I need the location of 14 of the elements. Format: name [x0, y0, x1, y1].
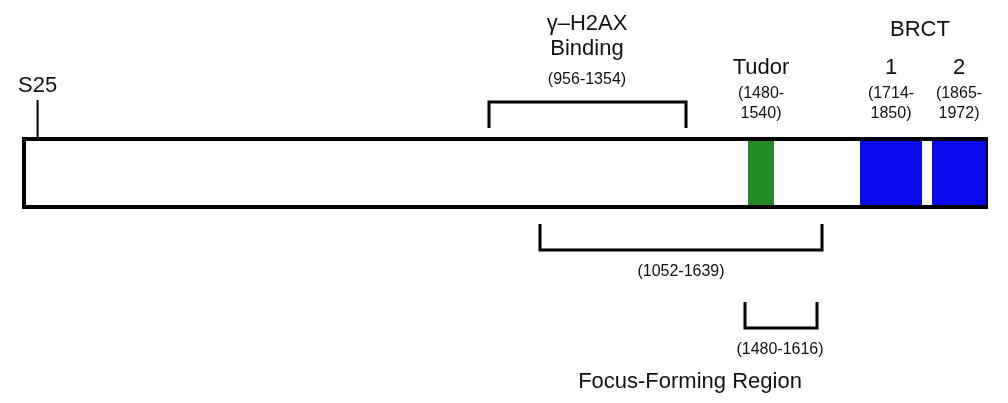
region-label: γ–H2AX Binding — [545, 10, 629, 61]
leader-line — [36, 99, 39, 138]
domain-name: Tudor — [731, 57, 791, 77]
residue-range: (1052-1639) — [636, 262, 726, 281]
residue-range: (1714- 1850) — [866, 83, 916, 123]
domain-name: 2 — [951, 57, 967, 77]
domain-name: 1 — [883, 57, 899, 77]
site-label: S25 — [18, 72, 58, 98]
residue-range: (956-1354) — [546, 70, 628, 89]
residue-range: (1480-1616) — [735, 340, 825, 359]
residue-range: (1480- 1540) — [736, 83, 786, 123]
region-label: Focus-Forming Region — [577, 368, 803, 394]
residue-range: (1865- 1972) — [934, 83, 984, 123]
domain-name: BRCT — [889, 16, 951, 42]
